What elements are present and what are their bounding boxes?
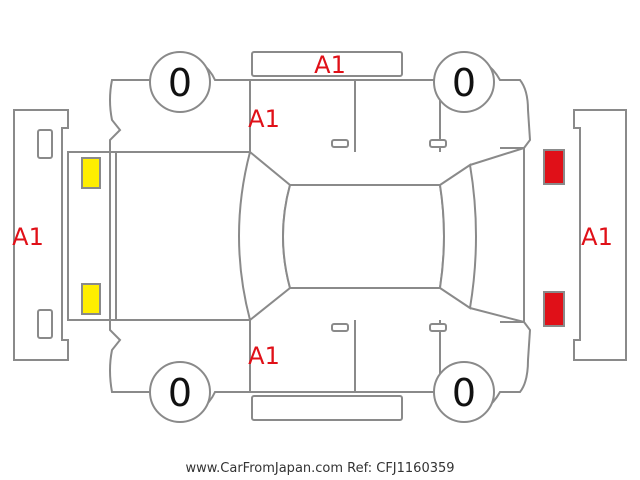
mark-left-side-strip: A1	[314, 51, 346, 79]
rear-bumper-panel	[573, 109, 627, 361]
headlight-left	[81, 157, 101, 189]
front-bumper-panel	[13, 109, 69, 361]
wheel-rear-right: 0	[433, 361, 495, 423]
mark-right-door: A1	[248, 342, 280, 370]
wheel-rear-left-value: 0	[452, 61, 476, 105]
taillight-left	[543, 149, 565, 185]
reference-footer: www.CarFromJapan.com Ref: CFJ1160359	[185, 461, 454, 476]
wheel-rear-right-value: 0	[452, 371, 476, 415]
wheel-front-left-value: 0	[168, 61, 192, 105]
mark-rear-bumper: A1	[581, 223, 613, 251]
car-body	[67, 56, 532, 416]
mark-roof-upper: A1	[248, 105, 280, 133]
wheel-rear-left: 0	[433, 51, 495, 113]
left-side-strip	[251, 51, 403, 77]
wheel-front-right-value: 0	[168, 371, 192, 415]
wheel-front-right: 0	[149, 361, 211, 423]
mark-front-bumper: A1	[12, 223, 44, 251]
right-side-strip	[251, 395, 403, 421]
taillight-right	[543, 291, 565, 327]
headlight-right	[81, 283, 101, 315]
wheel-front-left: 0	[149, 51, 211, 113]
